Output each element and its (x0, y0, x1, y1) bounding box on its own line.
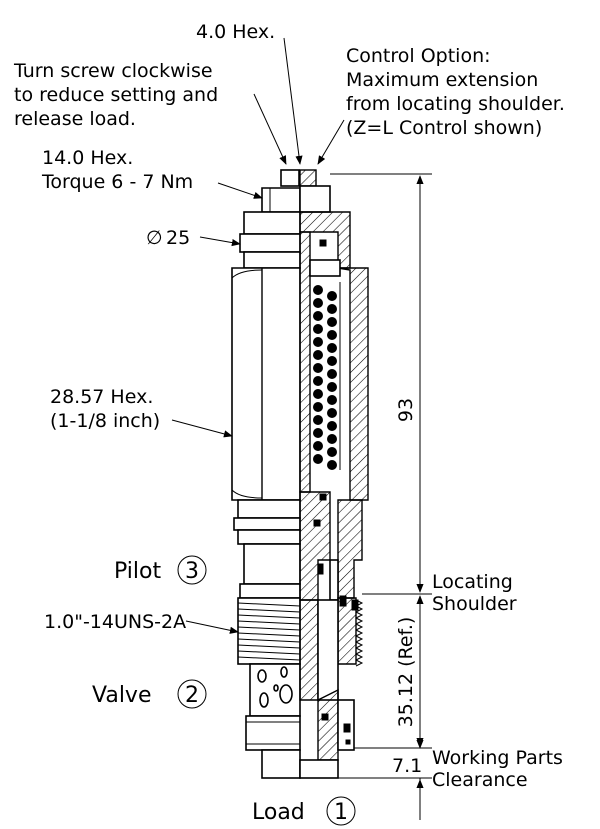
spring-coil-left (313, 363, 323, 373)
svg-text:(1-1/8 inch): (1-1/8 inch) (50, 410, 160, 432)
load-port-label: Load 1 (252, 796, 356, 826)
svg-text:Locating: Locating (432, 571, 513, 593)
spring-coil-right (327, 460, 337, 470)
diameter-label: ∅ 25 (146, 227, 190, 249)
svg-text:∅: ∅ (146, 227, 163, 249)
spring-coil-left (313, 389, 323, 399)
locating-shoulder-label: Locating Shoulder (432, 571, 517, 615)
spring-coil-right (327, 317, 337, 327)
shoulder-length-dimension: 35.12 (Ref.) (395, 617, 417, 728)
svg-text:Valve: Valve (92, 683, 152, 708)
spring-coil-right (327, 395, 337, 405)
spring-coil-left (313, 285, 323, 295)
svg-text:1: 1 (334, 800, 348, 825)
clearance-dimension: 7.1 (392, 755, 422, 777)
pilot-port-label: Pilot 3 (114, 555, 207, 585)
svg-text:release load.: release load. (14, 108, 136, 130)
leader-lines (171, 37, 345, 634)
hex-small-label: 4.0 Hex. (196, 21, 275, 43)
spring-coil-right (327, 447, 337, 457)
thread-lines (237, 602, 301, 661)
spring-coil-right (327, 408, 337, 418)
svg-text:14.0 Hex.: 14.0 Hex. (42, 147, 133, 169)
valve-port-number-circle (177, 679, 207, 709)
svg-text:Load: Load (252, 800, 305, 825)
overall-length-dimension: 93 (395, 398, 417, 422)
spring-coil-left (313, 324, 323, 334)
spring-coil-left (313, 454, 323, 464)
spring-coil-right (327, 434, 337, 444)
spring-coil-right (327, 382, 337, 392)
working-parts-label: Working Parts Clearance (432, 747, 563, 791)
svg-text:Shoulder: Shoulder (432, 593, 517, 615)
spring (309, 282, 341, 470)
spring-coil-right (327, 330, 337, 340)
svg-text:Working Parts: Working Parts (432, 747, 563, 769)
spring-coil-left (313, 402, 323, 412)
svg-text:Control Option:: Control Option: (346, 45, 491, 67)
hex14-label: 14.0 Hex. Torque 6 - 7 Nm (41, 147, 193, 193)
svg-text:from locating shoulder.: from locating shoulder. (346, 93, 565, 115)
spring-coil-right (327, 356, 337, 366)
spring-coil-left (313, 428, 323, 438)
valve-section (299, 169, 369, 779)
spring-coil-left (313, 441, 323, 451)
svg-text:28.57 Hex.: 28.57 Hex. (50, 386, 153, 408)
spring-coil-right (327, 421, 337, 431)
svg-text:Clearance: Clearance (432, 769, 528, 791)
spring-coil-left (313, 298, 323, 308)
svg-text:to reduce setting and: to reduce setting and (14, 84, 218, 106)
spring-coil-right (327, 304, 337, 314)
svg-text:3: 3 (185, 559, 199, 584)
turn-screw-label: Turn screw clockwise to reduce setting a… (13, 60, 218, 130)
spring-coil-left (313, 337, 323, 347)
control-option-label: Control Option: Maximum extension from l… (346, 45, 565, 139)
svg-text:Torque 6 - 7 Nm: Torque 6 - 7 Nm (41, 171, 193, 193)
svg-text:Turn screw clockwise: Turn screw clockwise (13, 60, 213, 82)
spring-coil-left (313, 415, 323, 425)
svg-text:(Z=L Control shown): (Z=L Control shown) (346, 117, 542, 139)
spring-coil-left (313, 350, 323, 360)
pilot-port-number-circle (177, 555, 207, 585)
dimension-lines (330, 173, 432, 820)
seals (313, 239, 359, 745)
spring-coil-left (313, 376, 323, 386)
section-thread-teeth (355, 599, 364, 667)
spring-coil-right (327, 343, 337, 353)
svg-text:25: 25 (166, 227, 190, 249)
svg-text:Pilot: Pilot (114, 559, 161, 584)
spring-coil-left (313, 311, 323, 321)
svg-text:Maximum extension: Maximum extension (346, 69, 538, 91)
valve-exterior (231, 169, 301, 779)
svg-text:2: 2 (185, 683, 199, 708)
spring-coil-right (327, 369, 337, 379)
hex2857-label: 28.57 Hex. (1-1/8 inch) (50, 386, 160, 432)
valve-port-label: Valve 2 (92, 679, 207, 709)
spring-coil-right (327, 291, 337, 301)
load-port-number-circle (326, 796, 356, 826)
thread-label: 1.0"-14UNS-2A (44, 611, 186, 633)
